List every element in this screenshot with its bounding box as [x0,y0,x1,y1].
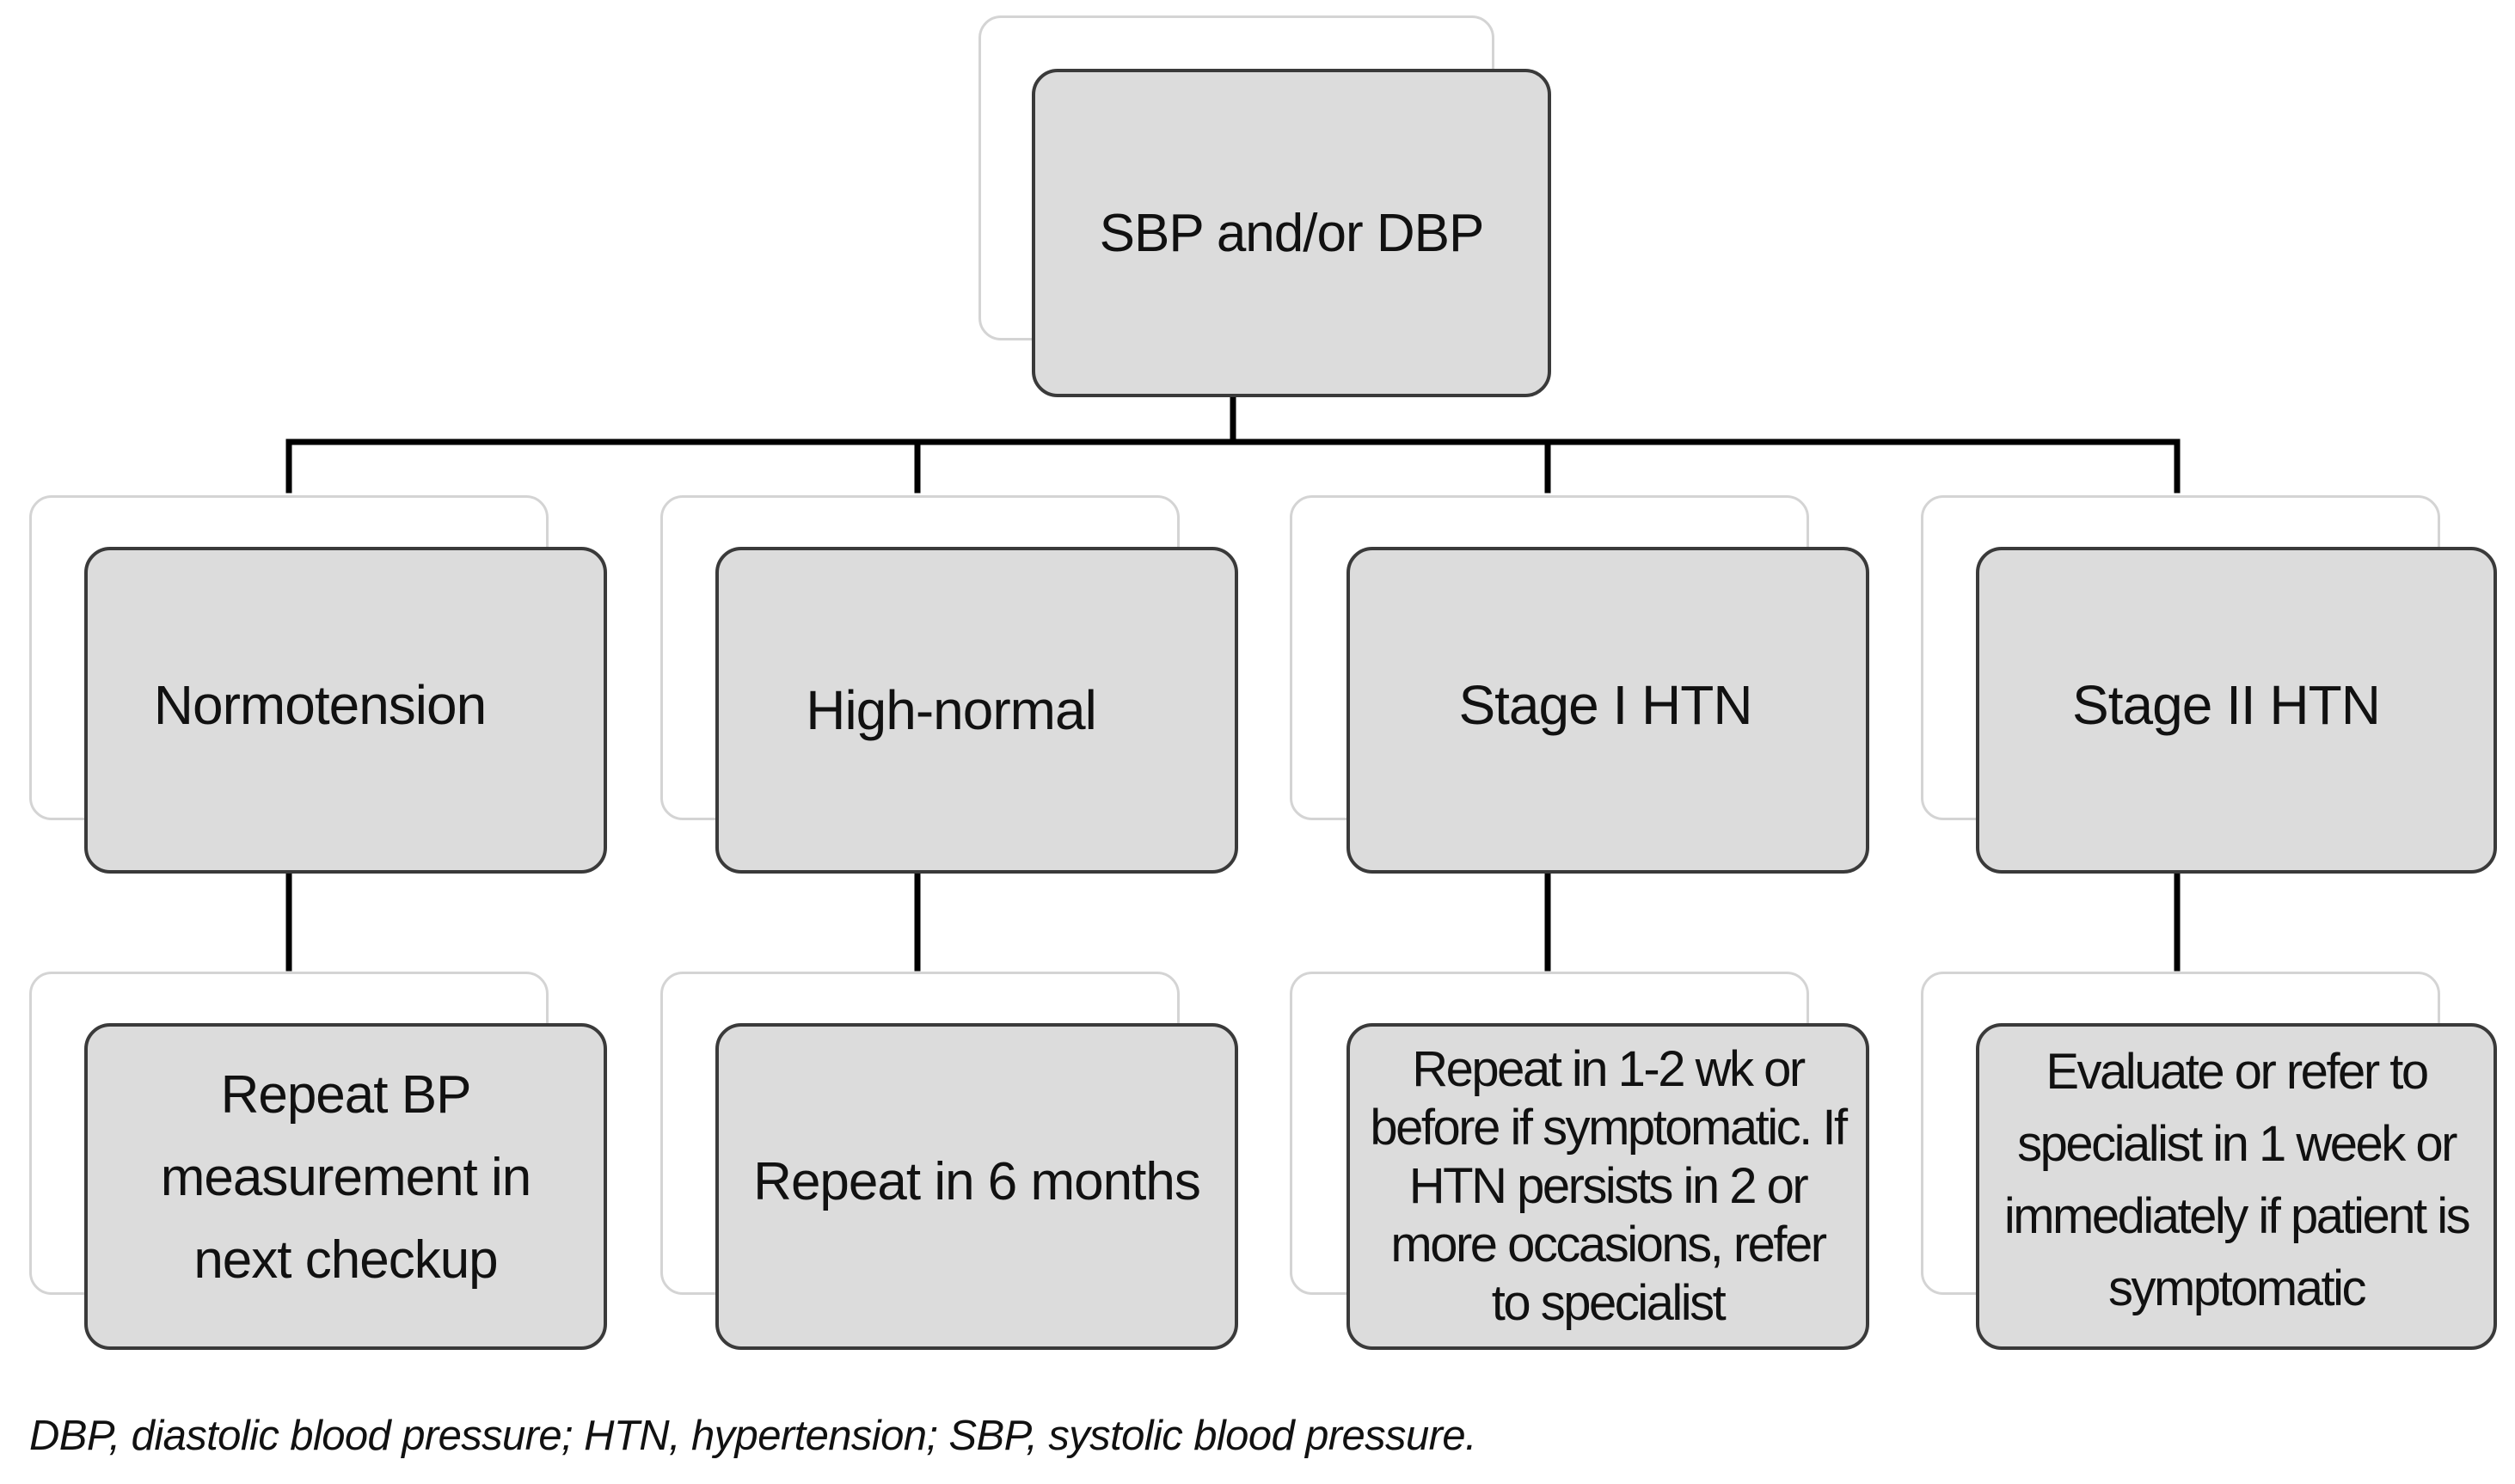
category-node-high-normal: High-normal [715,547,1238,874]
category-label: High-normal [806,679,1097,741]
action-label: Repeat BP measurement in next checkup [160,1065,532,1290]
category-node-stage-1: Stage I HTN [1346,547,1869,874]
root-node: SBP and/or DBP [1032,69,1551,397]
category-node-normotension: Normotension [84,547,607,874]
category-label: Stage II HTN [2072,674,2381,736]
action-node-normotension: Repeat BP measurement in next checkup [84,1023,607,1350]
root-node-label: SBP and/or DBP [1099,203,1485,263]
figure-caption: DBP, diastolic blood pressure; HTN, hype… [29,1413,1477,1459]
action-node-stage-1: Repeat in 1-2 wk or before if symptomati… [1346,1023,1869,1350]
action-label: Repeat in 6 months [753,1152,1201,1211]
action-node-stage-2: Evaluate or refer to specialist in 1 wee… [1976,1023,2497,1350]
action-label: Repeat in 1-2 wk or before if symptomati… [1370,1041,1848,1331]
category-label: Normotension [153,674,487,736]
category-node-stage-2: Stage II HTN [1976,547,2497,874]
action-label: Evaluate or refer to specialist in 1 wee… [2003,1044,2471,1316]
action-node-high-normal: Repeat in 6 months [715,1023,1238,1350]
category-label: Stage I HTN [1458,674,1752,736]
